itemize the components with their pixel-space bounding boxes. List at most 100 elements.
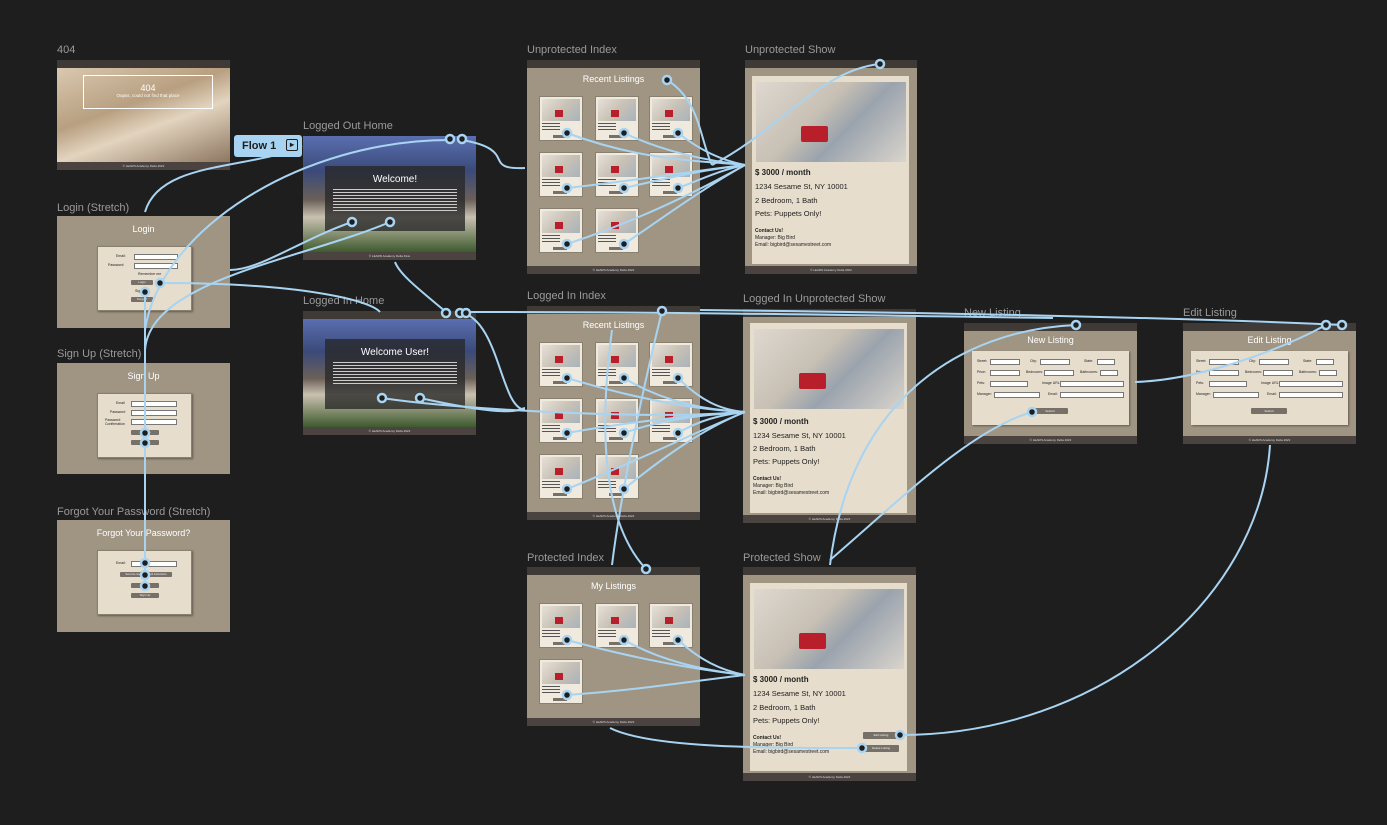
listing-card[interactable]	[539, 342, 583, 387]
connection-wire	[566, 674, 746, 696]
play-flow-icon[interactable]: ▸	[286, 139, 298, 151]
connection-wire	[465, 311, 1054, 319]
listing-card[interactable]	[539, 659, 583, 704]
connection-nodes	[139, 58, 1348, 754]
frame-label-edit-listing[interactable]: Edit Listing	[1183, 307, 1237, 319]
page-title: Forgot Your Password?	[96, 528, 191, 538]
pets-field[interactable]	[990, 381, 1028, 387]
email-field[interactable]	[131, 561, 177, 567]
bathrooms-field[interactable]	[1100, 370, 1118, 376]
image-label: Image URL:	[1042, 381, 1061, 385]
listing-card[interactable]	[539, 208, 583, 253]
bedrooms-field[interactable]	[1263, 370, 1293, 376]
bedrooms-field[interactable]	[1044, 370, 1074, 376]
login-button[interactable]: Login	[131, 280, 153, 285]
frame-label-logged-out-home[interactable]: Logged Out Home	[303, 120, 393, 132]
connection-node	[460, 307, 472, 319]
remember-label: Remember me	[138, 272, 162, 276]
forgot-button[interactable]: Forgot?	[131, 297, 153, 302]
image-field[interactable]	[1060, 381, 1124, 387]
frame-label-forgot[interactable]: Forgot Your Password (Stretch)	[57, 506, 211, 518]
listing-card[interactable]	[539, 454, 583, 499]
delete-listing-button[interactable]: Delete Listing	[863, 745, 899, 752]
connection-node	[672, 182, 684, 194]
connection-node	[618, 483, 630, 495]
connection-node	[440, 307, 452, 319]
submit-button[interactable]: Submit	[1032, 408, 1068, 414]
frame-label-login[interactable]: Login (Stretch)	[57, 202, 130, 214]
connection-wire	[159, 282, 381, 313]
connection-wire	[623, 377, 746, 413]
password-field[interactable]	[131, 410, 177, 416]
listing-card[interactable]	[649, 96, 693, 141]
edit-listing-button[interactable]: Edit Listing	[863, 732, 899, 739]
listing-card[interactable]	[539, 603, 583, 648]
state-field[interactable]	[1316, 359, 1334, 365]
password-field[interactable]	[134, 263, 178, 269]
email-field[interactable]	[134, 254, 178, 260]
city-field[interactable]	[1040, 359, 1070, 365]
connection-node	[376, 392, 388, 404]
submit-button[interactable]: Submit	[1251, 408, 1287, 414]
listing-card[interactable]	[595, 96, 639, 141]
footer: © LEARN Academy Delta 2022	[303, 427, 476, 435]
new-listing-form: Street: City: State: Price: Bedrooms: Ba…	[972, 351, 1129, 425]
listing-address: 1234 Sesame St, NY 10001	[753, 689, 846, 698]
listing-card[interactable]	[649, 603, 693, 648]
flow-start-tag[interactable]: Flow 1 ▸	[234, 135, 302, 157]
footer: © LEARN Academy Delta 2022	[57, 162, 230, 170]
frame-label-logged-in-index[interactable]: Logged In Index	[527, 290, 606, 302]
contact-manager: Manager: Big Bird	[753, 483, 794, 489]
page-title: Recent Listings	[582, 320, 645, 330]
contact-heading: Contact Us!	[755, 228, 784, 234]
state-field[interactable]	[1097, 359, 1115, 365]
confirm-field[interactable]	[131, 419, 177, 425]
page-title: New Listing	[1027, 335, 1074, 345]
manager-field[interactable]	[994, 392, 1040, 398]
footer: © LEARN Academy Delta 2022	[743, 515, 916, 523]
listing-card[interactable]	[539, 96, 583, 141]
listing-card[interactable]	[595, 603, 639, 648]
signup-button[interactable]: Sign Up	[131, 593, 159, 598]
city-field[interactable]	[1259, 359, 1289, 365]
connection-wire	[899, 444, 1271, 736]
pets-field[interactable]	[1209, 381, 1247, 387]
frame-label-404[interactable]: 404	[57, 44, 76, 56]
email-field[interactable]	[1060, 392, 1124, 398]
frame-new-listing: New Listing Street: City: State: Price: …	[964, 323, 1137, 444]
listing-rooms: 2 Bedroom, 1 Bath	[753, 703, 816, 712]
listing-price: $ 3000 / month	[753, 675, 809, 684]
frame-label-protected-show[interactable]: Protected Show	[743, 552, 821, 564]
listing-card[interactable]	[539, 398, 583, 443]
connection-node	[1320, 319, 1332, 331]
price-field[interactable]	[990, 370, 1020, 376]
listing-card[interactable]	[649, 342, 693, 387]
price-field[interactable]	[1209, 370, 1239, 376]
frame-label-protected-index[interactable]: Protected Index	[527, 552, 605, 564]
connection-node	[561, 427, 573, 439]
image-field[interactable]	[1279, 381, 1343, 387]
street-field[interactable]	[990, 359, 1020, 365]
image-label: Image URL:	[1261, 381, 1280, 385]
connection-node	[618, 182, 630, 194]
manager-field[interactable]	[1213, 392, 1259, 398]
email-field[interactable]	[131, 401, 177, 407]
error-box: 404 Oopss, could not find that place	[83, 75, 213, 109]
frame-protected-show: $ 3000 / month 1234 Sesame St, NY 10001 …	[743, 567, 916, 781]
manager-label: Manager:	[977, 392, 992, 396]
footer: © LEARN Academy Delta 2022	[527, 266, 700, 274]
frame-404: 404 Oopss, could not find that place © L…	[57, 60, 230, 170]
frame-label-signup[interactable]: Sign Up (Stretch)	[57, 348, 142, 360]
frame-label-logged-in-show[interactable]: Logged In Unprotected Show	[743, 293, 886, 305]
connection-node	[894, 729, 906, 741]
frame-logged-out-home: Welcome! © LEARN Academy Delta Flow	[303, 136, 476, 260]
listing-card[interactable]	[595, 342, 639, 387]
connection-node	[672, 427, 684, 439]
listing-card[interactable]	[539, 152, 583, 197]
frame-label-unprotected-show[interactable]: Unprotected Show	[745, 44, 836, 56]
frame-label-unprotected-index[interactable]: Unprotected Index	[527, 44, 617, 56]
listing-price: $ 3000 / month	[755, 168, 811, 177]
bathrooms-field[interactable]	[1319, 370, 1337, 376]
email-field[interactable]	[1279, 392, 1343, 398]
